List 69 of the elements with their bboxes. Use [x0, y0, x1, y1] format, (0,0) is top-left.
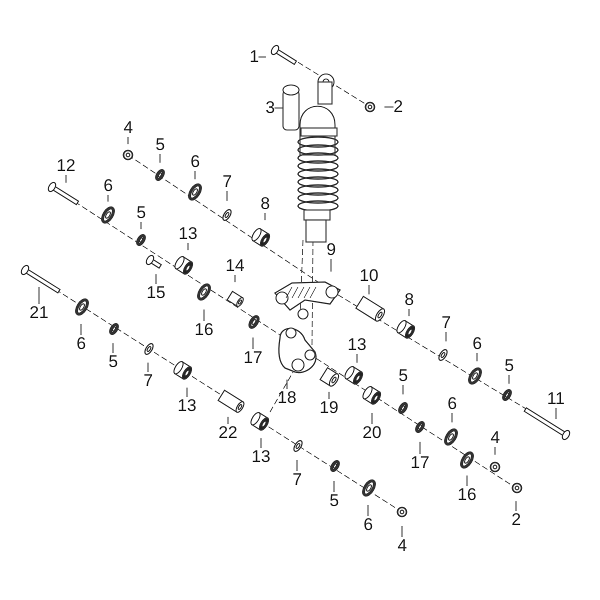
callout-number: 13 [252, 448, 270, 466]
leader-line [234, 274, 236, 283]
callout-number: 7 [144, 372, 153, 390]
callout-number: 19 [320, 399, 338, 417]
callout-number: 11 [547, 390, 565, 408]
callout-number: 5 [504, 357, 514, 375]
leader-line [466, 475, 468, 486]
callout-number: 2 [512, 511, 521, 529]
leader-line [186, 387, 188, 398]
callout-number: 9 [326, 241, 336, 259]
callout-number: 2 [394, 98, 403, 116]
callout-number: 7 [292, 471, 302, 489]
callout-number: 7 [442, 314, 451, 332]
callout-number: 4 [398, 537, 407, 555]
leader-line [38, 286, 40, 304]
callout-number: 13 [178, 397, 196, 415]
callout-number: 13 [348, 336, 366, 354]
callout-number: 6 [76, 335, 86, 353]
callout-number: 5 [136, 204, 146, 222]
callout-number: 16 [458, 486, 476, 504]
callout-number: 6 [448, 395, 457, 413]
leader-line [328, 391, 330, 400]
callout-number: 14 [226, 257, 244, 275]
callout-number: 5 [398, 367, 408, 385]
callout-number: 17 [244, 349, 262, 367]
leader-line [112, 342, 114, 354]
leader-line [384, 106, 394, 108]
leader-line [368, 284, 370, 295]
leader-line [80, 324, 82, 336]
callout-number: 4 [124, 119, 133, 137]
callout-number: 5 [108, 353, 118, 371]
leader-line [286, 379, 288, 390]
callout-number: 6 [190, 153, 200, 171]
callout-number: 4 [490, 429, 500, 447]
callout-number: 12 [56, 157, 76, 175]
leader-line [140, 222, 142, 230]
callout-number: 6 [104, 177, 113, 195]
leader-line [402, 384, 404, 395]
callout-number: 16 [194, 321, 214, 339]
leader-line [408, 308, 410, 317]
leader-line [508, 374, 510, 384]
callout-number: 20 [362, 424, 382, 442]
callout-number: 6 [364, 516, 373, 534]
leader-line [260, 438, 262, 448]
callout-number: 6 [472, 335, 482, 353]
leader-line [194, 170, 196, 180]
callout-number: 1 [250, 48, 259, 66]
leader-line [264, 212, 266, 221]
callout-number: 13 [178, 225, 198, 243]
leader-line [494, 446, 496, 456]
callout-number: 3 [266, 99, 275, 117]
callout-number: 17 [410, 454, 430, 472]
callout-number: 10 [360, 267, 378, 285]
callout-number: 7 [222, 173, 232, 191]
leader-line [258, 56, 266, 58]
callout-number: 18 [278, 389, 296, 407]
callout-number: 8 [260, 195, 270, 213]
callout-number: 5 [156, 136, 165, 154]
callout-number: 8 [404, 291, 414, 309]
callout-number: 15 [146, 284, 166, 302]
callout-number: 22 [218, 424, 238, 442]
leader-line [330, 258, 332, 272]
leader-line [356, 354, 358, 364]
leader-line [476, 352, 478, 362]
leader-line [252, 336, 254, 350]
leader-line [296, 460, 298, 472]
leader-line [226, 190, 228, 202]
callout-number: 21 [30, 304, 48, 322]
callout-number: 5 [330, 492, 339, 510]
